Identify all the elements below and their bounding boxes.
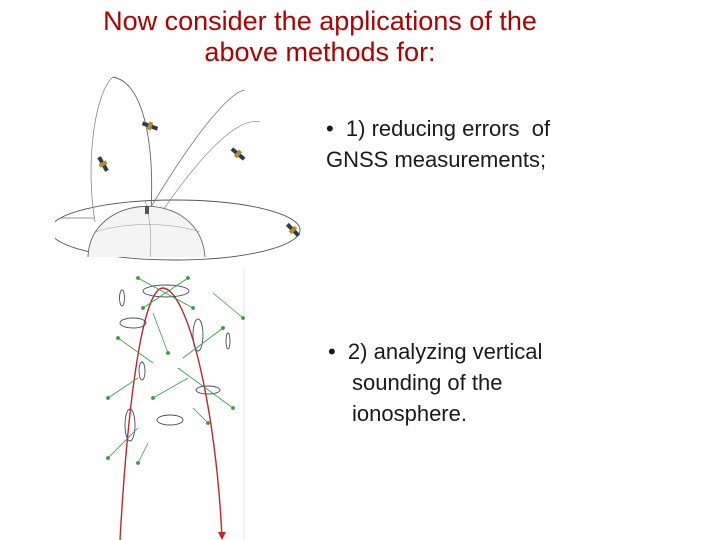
bullet-1-line-2: GNSS measurements; bbox=[326, 147, 547, 172]
irregularity-ellipse bbox=[195, 385, 221, 395]
irregularity-ellipse bbox=[138, 361, 146, 381]
receiver-icon bbox=[145, 206, 149, 214]
title-line-2: above methods for: bbox=[204, 37, 436, 67]
bullet-2-line-2: sounding of the bbox=[352, 370, 503, 395]
inclined-orbit bbox=[144, 89, 246, 218]
bullet-2-line-1: • 2) analyzing vertical bbox=[328, 339, 543, 364]
irregularity-ellipse bbox=[142, 284, 190, 298]
gnss-satellite-figure bbox=[55, 76, 301, 261]
polar-orbit bbox=[112, 76, 153, 213]
bullet-gnss: • 1) reducing errors of GNSS measurement… bbox=[326, 113, 666, 175]
irregularity-ellipse bbox=[156, 414, 184, 426]
ray-path bbox=[119, 287, 223, 540]
slide-title: Now consider the applications of the abo… bbox=[20, 6, 620, 68]
irregularity-ellipse bbox=[192, 318, 204, 352]
irregularity-ellipse bbox=[124, 408, 136, 442]
bullet-ionosphere: • 2) analyzing vertical sounding of the … bbox=[328, 336, 668, 429]
ray-arrow bbox=[218, 532, 226, 540]
satellite-icon bbox=[97, 156, 109, 172]
irregularity-ellipse bbox=[119, 317, 147, 329]
satellite-icon bbox=[141, 121, 159, 131]
title-line-1: Now consider the applications of the bbox=[103, 6, 537, 36]
satellite-icon bbox=[230, 147, 246, 161]
bullet-1-line-1: • 1) reducing errors of bbox=[326, 116, 551, 141]
ionosphere-sounding-figure bbox=[106, 268, 245, 540]
equatorial-orbit bbox=[55, 199, 301, 261]
satellite-icon bbox=[285, 222, 301, 238]
irregularity-ellipse bbox=[225, 332, 231, 350]
bullet-2-line-3: ionosphere. bbox=[352, 401, 467, 426]
irregularity-ellipse bbox=[119, 289, 125, 307]
